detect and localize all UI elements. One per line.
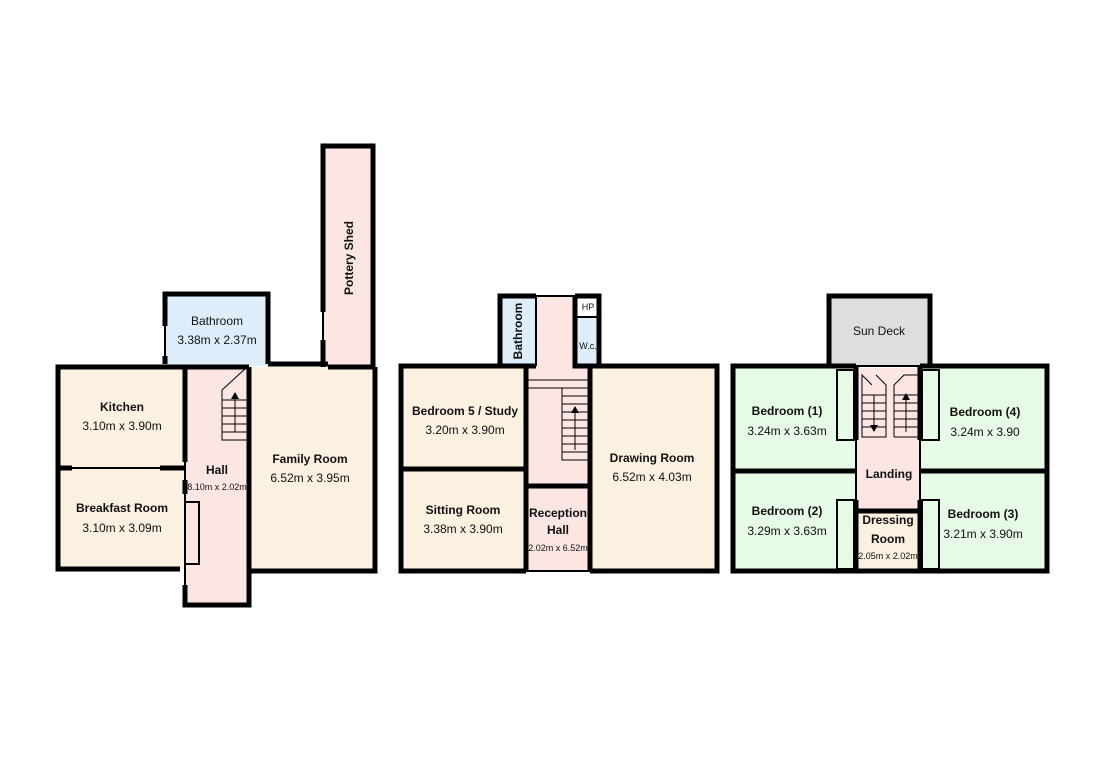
hall-dims: 8.10m x 2.02m (187, 482, 247, 492)
pottery-shed-wall (320, 143, 376, 367)
drawing-room-fill (590, 368, 717, 571)
hp-fill (577, 296, 599, 316)
family-room-dims: 6.52m x 3.95m (270, 471, 349, 485)
landing-strip-fill (536, 296, 574, 368)
breakfast-room-dims: 3.10m x 3.09m (82, 521, 161, 535)
family-room-fill (249, 367, 375, 571)
sitting-room-fill (401, 469, 526, 571)
landing-fill (856, 368, 920, 511)
hall-label: Hall (206, 463, 228, 477)
kitchen-label: Kitchen (100, 400, 144, 414)
ground-staircase (221, 367, 249, 441)
bedroom4-label: Bedroom (4) (950, 405, 1021, 419)
bedroom3-dims: 3.21m x 3.90m (943, 527, 1022, 541)
sitting-room-dims: 3.38m x 3.90m (423, 522, 502, 536)
bathroom-ground-wall (162, 291, 271, 364)
landing-label: Landing (866, 467, 913, 481)
sun-deck-fill (829, 296, 930, 366)
drawing-room-dims: 6.52m x 4.03m (612, 470, 691, 484)
reception-hall-label-2: Hall (547, 523, 569, 537)
bathroom-ground-label: Bathroom (191, 314, 243, 328)
bedroom2-dims: 3.29m x 3.63m (747, 524, 826, 538)
sun-deck-label: Sun Deck (853, 324, 906, 338)
bedroom4-fill (920, 368, 1047, 471)
bedroom2-label: Bedroom (2) (752, 504, 823, 518)
pottery-shed-fill (323, 146, 373, 367)
breakfast-room-label: Breakfast Room (76, 501, 168, 515)
reception-hall-dims: 2.02m x 6.52m (528, 543, 588, 553)
drawing-room-label: Drawing Room (610, 451, 695, 465)
hall-fill (185, 367, 249, 605)
bedroom5-dims: 3.20m x 3.90m (425, 423, 504, 437)
wc-fill (577, 318, 599, 366)
bedroom4-dims: 3.24m x 3.90 (950, 425, 1020, 439)
bathroom-first-label: Bathroom (511, 303, 525, 360)
bedroom1-dims: 3.24m x 3.63m (747, 424, 826, 438)
ground-floor-plan: Pottery Shed Bathroom 3.38m x 2.37m Kitc… (55, 143, 378, 608)
wc-label: W.c. (579, 341, 597, 351)
bedroom1-label: Bedroom (1) (752, 404, 823, 418)
bedroom1-fill (733, 368, 856, 471)
bedroom5-fill (401, 368, 526, 469)
dressing-room-label-2: Room (871, 532, 905, 546)
second-floor-plan: Sun Deck Bedroom (1) 3.24m x 3.63m Bedro… (730, 293, 1050, 574)
dressing-room-fill (856, 511, 920, 571)
breakfast-room-fill (58, 469, 185, 569)
hp-label: HP (582, 302, 595, 312)
bedroom3-fill (920, 471, 1047, 571)
bathroom-ground-dims: 3.38m x 2.37m (177, 333, 256, 347)
reception-hall-label-1: Reception (529, 506, 587, 520)
family-room-label: Family Room (272, 452, 347, 466)
kitchen-fill (58, 367, 185, 469)
dressing-room-label-1: Dressing (862, 513, 913, 527)
bedroom2-fill (733, 471, 856, 571)
sitting-room-label: Sitting Room (426, 503, 501, 517)
first-staircase (528, 379, 589, 461)
dressing-room-dims: 2.05m x 2.02m (858, 551, 918, 561)
bathroom-first-fill (500, 296, 536, 366)
bedroom5-label: Bedroom 5 / Study (412, 404, 518, 418)
first-floor-plan: Bathroom HP W.c. Bedroom 5 / Study 3.20m… (398, 293, 720, 574)
bathroom-ground-fill (165, 294, 268, 366)
reception-hall-fill (526, 368, 590, 571)
bedroom3-label: Bedroom (3) (948, 507, 1019, 521)
pottery-shed-label: Pottery Shed (342, 221, 356, 295)
second-staircase (861, 373, 919, 438)
kitchen-dims: 3.10m x 3.90m (82, 419, 161, 433)
